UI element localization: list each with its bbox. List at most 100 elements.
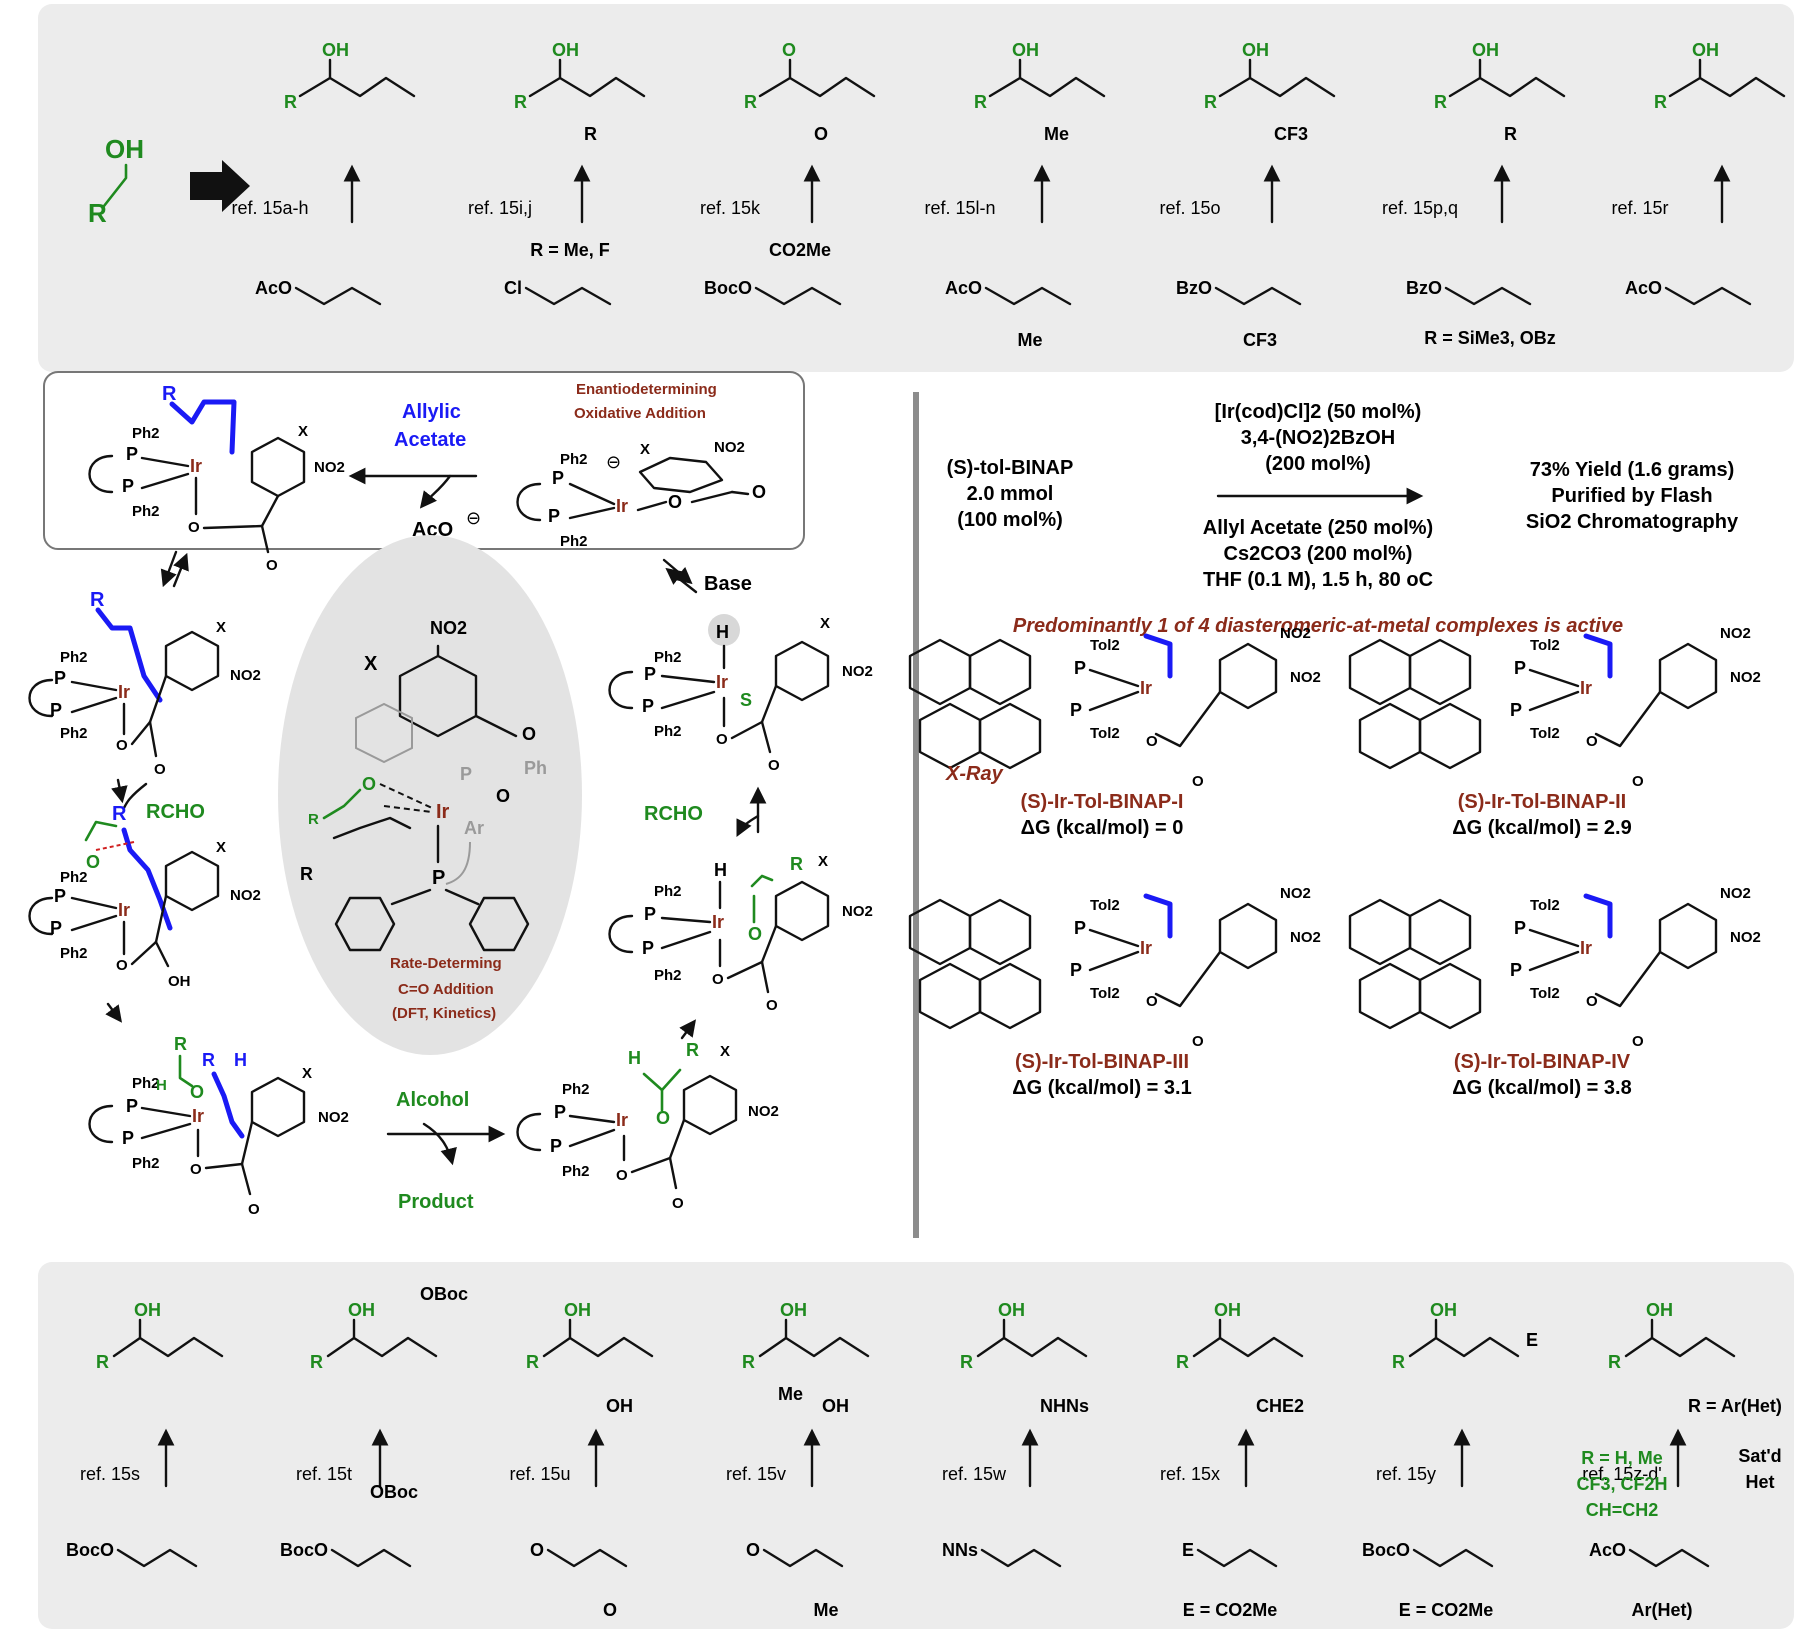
svg-text:2.0 mmol: 2.0 mmol — [967, 483, 1054, 505]
ir-p-bond — [1088, 668, 1140, 688]
bottom-ref-label: ref. 15x — [1160, 1464, 1220, 1484]
oxygen-label: O — [1192, 773, 1204, 790]
svg-text:Base: Base — [704, 573, 752, 595]
bottom-reagent: O — [530, 1540, 544, 1560]
nitro-label: NO2 — [1730, 669, 1761, 686]
top-reagent-sub: CO2Me — [769, 240, 831, 260]
bottom-ref-label: ref. 15v — [726, 1464, 786, 1484]
allyl-ligand — [1143, 633, 1173, 679]
bottom-ref-label: ref. 15u — [509, 1464, 570, 1484]
svg-text:(DFT, Kinetics): (DFT, Kinetics) — [392, 1005, 496, 1022]
svg-text:P: P — [50, 918, 62, 938]
reaction-conditions: (S)-tol-BINAP 2.0 mmol (100 mol%) [Ir(co… — [947, 401, 1739, 637]
svg-text:(200 mol%): (200 mol%) — [1265, 453, 1371, 475]
carboxylate-bond — [1154, 690, 1222, 748]
bottom-product-r: R — [310, 1352, 323, 1372]
oxygen-label: O — [1586, 993, 1598, 1010]
nitro-label: NO2 — [1720, 625, 1751, 642]
bottom-extra-labels: R = H, Me CF3, CF2H CH=CH2 Sat'd Het — [1576, 1446, 1781, 1520]
bottom-reagent-chain — [1628, 1548, 1710, 1568]
svg-text:S: S — [740, 690, 752, 710]
svg-text:X: X — [820, 615, 830, 632]
svg-text:P: P — [54, 886, 66, 906]
svg-text:H: H — [234, 1050, 247, 1070]
naphthyl-ring-icon — [1408, 898, 1472, 966]
bottom-product-sub: CHE2 — [1256, 1396, 1304, 1416]
top-reagent-chain — [984, 286, 1072, 306]
complex-energy: ΔG (kcal/mol) = 3.8 — [1452, 1077, 1631, 1099]
svg-text:NO2: NO2 — [430, 618, 467, 638]
svg-text:Ph2: Ph2 — [60, 725, 88, 742]
svg-text:O: O — [768, 757, 780, 774]
svg-text:Ph2: Ph2 — [132, 503, 160, 520]
svg-text:Ir: Ir — [118, 682, 130, 702]
top-product-r: R — [514, 92, 527, 112]
svg-text:O: O — [266, 557, 278, 574]
carboxylate-bond — [1154, 950, 1222, 1008]
top-reagent: AcO — [255, 278, 292, 298]
top-product-chain — [988, 76, 1106, 98]
top-reagent: BzO — [1406, 278, 1442, 298]
svg-text:NO2: NO2 — [842, 903, 873, 920]
svg-text:X: X — [216, 619, 226, 636]
top-reagent-chain — [1664, 286, 1752, 306]
svg-text:Ir: Ir — [616, 1110, 628, 1130]
ir-p-bond — [1088, 690, 1140, 712]
top-reagent: AcO — [1625, 278, 1662, 298]
svg-text:P: P — [126, 444, 138, 464]
svg-text:H: H — [714, 860, 727, 880]
tol2-label: Tol2 — [1530, 897, 1560, 914]
naphthyl-ring-icon — [918, 962, 982, 1030]
phosphorus-label: P — [1514, 658, 1526, 678]
top-reagent: BocO — [704, 278, 752, 298]
bottom-ref-label: ref. 15s — [80, 1464, 140, 1484]
ir-p-bond — [1088, 928, 1140, 948]
iridium-label: Ir — [1140, 678, 1152, 698]
nitroaryl-ring-icon — [1658, 642, 1718, 710]
transition-state-ellipse — [278, 535, 582, 1055]
nitro-label: NO2 — [1720, 885, 1751, 902]
nitroaryl-ring-icon — [1658, 902, 1718, 970]
bottom-reagent-chain — [980, 1548, 1062, 1568]
bottom-product-sub: OH — [606, 1396, 633, 1416]
naphthyl-ring-icon — [1358, 702, 1422, 770]
svg-text:NO2: NO2 — [714, 439, 745, 456]
top-reagent-chain — [754, 286, 842, 306]
svg-text:H: H — [716, 622, 729, 642]
svg-text:P: P — [644, 664, 656, 684]
bottom-product-oh: OH — [348, 1300, 375, 1320]
svg-text:O: O — [154, 761, 166, 778]
bottom-product-r: R — [1608, 1352, 1621, 1372]
transition-state-structure: NO2 X P Ph O O Ir Ar P O R R Rate-Determ… — [300, 618, 547, 1022]
top-product-oh: OH — [552, 40, 579, 60]
svg-text:Ph2: Ph2 — [132, 1075, 160, 1092]
top-reagent-sub: R = SiMe3, OBz — [1424, 328, 1556, 348]
naphthyl-ring-icon — [1418, 962, 1482, 1030]
bottom-product-r: R — [742, 1352, 755, 1372]
iridium-label: Ir — [1580, 678, 1592, 698]
top-product-oh: OH — [1692, 40, 1719, 60]
svg-text:R: R — [174, 1034, 187, 1054]
bottom-reagent: BocO — [66, 1540, 114, 1560]
svg-text:Oxidative Addition: Oxidative Addition — [574, 405, 706, 422]
svg-text:O: O — [716, 731, 728, 748]
svg-text:P: P — [54, 668, 66, 688]
carboxylate-bond — [1594, 690, 1662, 748]
svg-text:O: O — [496, 786, 510, 806]
complex-hydroxy-right: Ph2 P P Ph2 Ir H O O O R X NO2 — [608, 853, 873, 1014]
svg-text:P: P — [126, 1096, 138, 1116]
svg-text:Ph2: Ph2 — [560, 451, 588, 468]
complex-allyl-top: Ph2 P P Ph2 Ir R O O X NO2 — [88, 383, 345, 574]
allyl-ligand — [1583, 893, 1613, 939]
top-product-chain — [1218, 76, 1336, 98]
bottom-product-r: R — [96, 1352, 109, 1372]
top-reagent: BzO — [1176, 278, 1212, 298]
top-product-sub: R — [584, 124, 597, 144]
bottom-reagent-chain — [330, 1548, 412, 1568]
svg-text:P: P — [432, 867, 445, 889]
naphthyl-ring-icon — [1408, 638, 1472, 706]
bottom-product-oh: OH — [998, 1300, 1025, 1320]
top-reagent-chain — [1214, 286, 1302, 306]
